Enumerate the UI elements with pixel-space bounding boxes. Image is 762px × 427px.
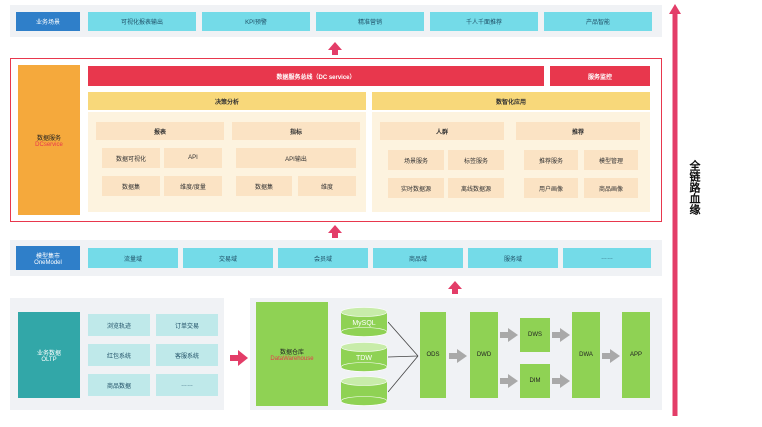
warehouse-label: 数据仓库 DataWarehouse <box>256 302 328 406</box>
report-item: 数据可视化 <box>102 148 160 168</box>
business-item: 产品智能 <box>544 12 652 31</box>
metric-api-output: API输出 <box>236 148 356 168</box>
metric-title: 指标 <box>232 122 360 140</box>
report-item: 维度/度量 <box>164 176 222 196</box>
oltp-title: 业务数据 <box>36 350 61 357</box>
onemodel-domain: 流量域 <box>88 248 178 268</box>
layer-ods: ODS <box>420 312 446 398</box>
layer-dim: DIM <box>520 364 550 398</box>
digital-app-title: 数智化应用 <box>372 92 650 110</box>
oltp-item: 客服系统 <box>156 344 218 366</box>
dc-service-bus: 数据服务总线（DC service） <box>88 66 544 86</box>
lineage-label: 全链路血缘 <box>688 160 700 215</box>
oltp-item: 浏览轨迹 <box>88 314 150 336</box>
database-icon <box>340 376 388 406</box>
connector-lines <box>388 321 419 393</box>
onemodel-domain: 商品域 <box>373 248 463 268</box>
oltp-title-en: OLTP <box>41 356 57 363</box>
business-scene-label: 业务场景 <box>16 12 80 31</box>
database-label <box>340 383 388 401</box>
flow-arrow-right <box>500 374 518 388</box>
dc-service-title-en: DCservice <box>35 141 63 148</box>
crowd-title: 人群 <box>380 122 504 140</box>
layer-dwd: DWD <box>470 312 498 398</box>
flow-arrow-right <box>500 328 518 342</box>
onemodel-domain: 会员域 <box>278 248 368 268</box>
database-icon <box>340 342 388 372</box>
crowd-item: 离线数据源 <box>448 178 504 198</box>
metric-item: 维度 <box>298 176 356 196</box>
recommend-title: 推荐 <box>516 122 640 140</box>
business-item: 精准营销 <box>316 12 424 31</box>
flow-arrow-right <box>602 349 620 363</box>
recommend-item: 用户画像 <box>524 178 578 198</box>
flow-arrow-up <box>328 225 342 239</box>
database-label: TDW <box>356 354 372 362</box>
report-item: 数据集 <box>102 176 160 196</box>
database-icon <box>340 307 388 337</box>
onemodel-title: 模型集市 <box>35 253 60 260</box>
layer-dws: DWS <box>520 318 550 352</box>
oltp-item: 订单交易 <box>156 314 218 336</box>
recommend-item: 推荐服务 <box>524 150 578 170</box>
onemodel-domain: 服务域 <box>468 248 558 268</box>
dc-service-title: 数据服务 <box>36 135 61 142</box>
business-item: 可视化报表输出 <box>88 12 196 31</box>
crowd-item: 场景服务 <box>388 150 444 170</box>
onemodel-domain: 交易域 <box>183 248 273 268</box>
layer-dwa: DWA <box>572 312 600 398</box>
onemodel-domain: …… <box>563 248 651 268</box>
oltp-item: …… <box>156 374 218 396</box>
warehouse-title-en: DataWarehouse <box>270 355 314 362</box>
report-item: API <box>164 148 222 168</box>
warehouse-title: 数据仓库 <box>279 349 304 356</box>
layer-app: APP <box>622 312 650 398</box>
flow-arrow-up <box>448 281 462 295</box>
business-item: KPI预警 <box>202 12 310 31</box>
flow-arrow-up <box>328 42 342 56</box>
business-item: 千人千面推荐 <box>430 12 538 31</box>
flow-arrow-right <box>552 374 570 388</box>
service-monitor: 服务监控 <box>550 66 650 86</box>
report-title: 报表 <box>96 122 224 140</box>
recommend-item: 模型管理 <box>584 150 638 170</box>
flow-arrow-right <box>449 349 467 363</box>
oltp-label: 业务数据 OLTP <box>18 312 80 398</box>
onemodel-title-en: OneModel <box>34 259 62 266</box>
flow-arrow-right <box>230 350 248 366</box>
dc-service-label: 数据服务 DCservice <box>18 65 80 215</box>
decision-analysis-title: 决策分析 <box>88 92 366 110</box>
crowd-item: 实时数据源 <box>388 178 444 198</box>
recommend-item: 商品画像 <box>584 178 638 198</box>
lineage-arrow <box>669 4 681 416</box>
metric-item: 数据集 <box>236 176 292 196</box>
oltp-item: 商品数据 <box>88 374 150 396</box>
flow-arrow-right <box>552 328 570 342</box>
database-label: MySQL <box>352 319 376 327</box>
oltp-item: 红包系统 <box>88 344 150 366</box>
onemodel-label: 模型集市 OneModel <box>16 246 80 270</box>
crowd-item: 标签服务 <box>448 150 504 170</box>
